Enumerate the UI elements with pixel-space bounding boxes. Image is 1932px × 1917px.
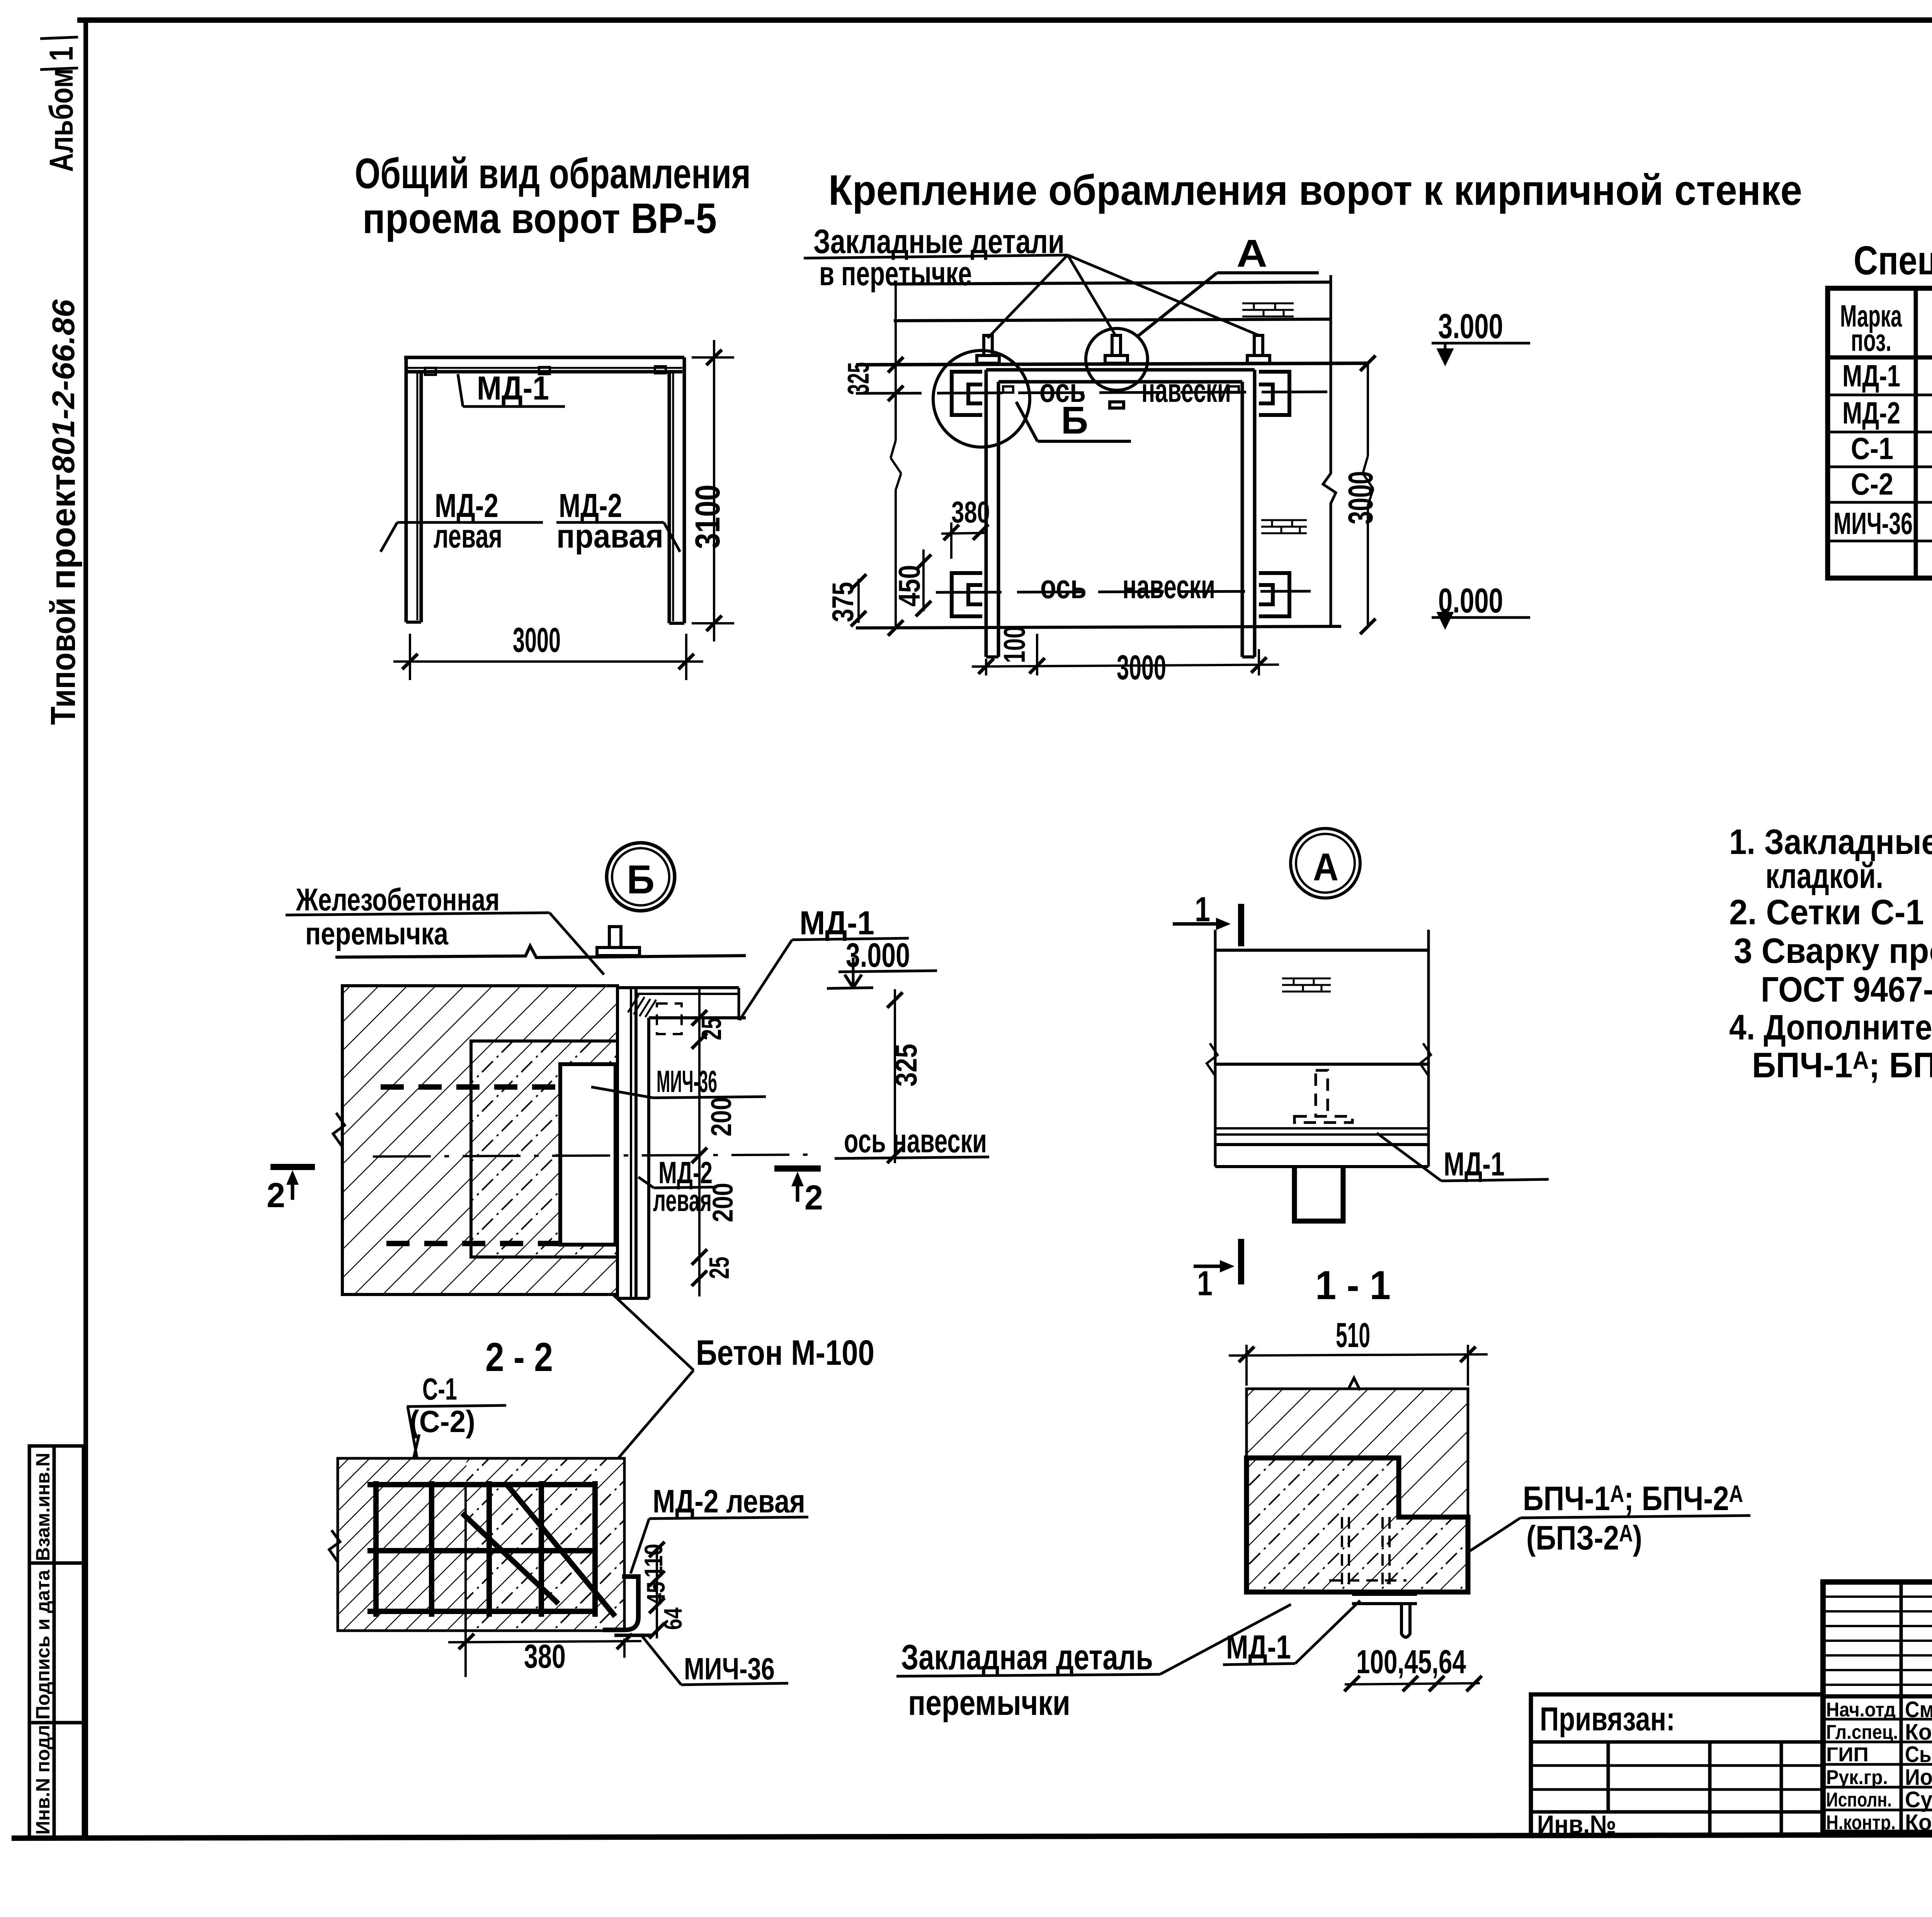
svg-text:Подпись и дата: Подпись и дата bbox=[32, 1569, 54, 1720]
svg-text:МД-1: МД-1 bbox=[477, 370, 549, 407]
svg-text:Альбом 1: Альбом 1 bbox=[43, 46, 80, 172]
svg-text:1 - 1: 1 - 1 bbox=[1315, 1263, 1391, 1308]
svg-text:поз.: поз. bbox=[1851, 323, 1891, 357]
svg-text:Гл.спец.: Гл.спец. bbox=[1826, 1721, 1898, 1744]
svg-text:2: 2 bbox=[267, 1176, 285, 1215]
svg-text:2. Сетки С-1 (С-2) приварить: 2. Сетки С-1 (С-2) приварить к закладной… bbox=[1729, 893, 1932, 932]
svg-text:МИЧ-36: МИЧ-36 bbox=[684, 1652, 775, 1686]
svg-text:2 - 2: 2 - 2 bbox=[485, 1335, 553, 1380]
svg-text:Смирнов: Смирнов bbox=[1905, 1697, 1932, 1722]
svg-text:510: 510 bbox=[1336, 1316, 1370, 1355]
svg-text:25: 25 bbox=[696, 1018, 727, 1040]
svg-text:3.000: 3.000 bbox=[1438, 307, 1503, 346]
svg-text:ось: ось bbox=[1040, 568, 1087, 606]
svg-text:200: 200 bbox=[705, 1097, 737, 1136]
svg-text:Взам.инв.N: Взам.инв.N bbox=[32, 1453, 54, 1561]
svg-text:2: 2 bbox=[804, 1179, 823, 1217]
svg-text:Типовой: Типовой bbox=[44, 597, 83, 725]
svg-text:МД-2: МД-2 bbox=[435, 487, 498, 524]
svg-text:С-1: С-1 bbox=[422, 1372, 457, 1406]
svg-text:380: 380 bbox=[951, 495, 990, 529]
svg-text:Общий вид обрамления: Общий вид обрамления bbox=[355, 150, 751, 197]
svg-text:110: 110 bbox=[639, 1544, 668, 1578]
svg-text:3000: 3000 bbox=[513, 621, 561, 660]
svg-text:Закладная деталь: Закладная деталь bbox=[901, 1638, 1153, 1677]
svg-text:325: 325 bbox=[841, 362, 875, 395]
svg-text:перемычка: перемычка bbox=[305, 916, 449, 951]
svg-text:МД-2: МД-2 bbox=[1842, 396, 1900, 430]
svg-text:МД-1: МД-1 bbox=[799, 905, 874, 942]
svg-text:3000: 3000 bbox=[1342, 471, 1380, 524]
svg-text:100,45,64: 100,45,64 bbox=[1356, 1643, 1466, 1681]
svg-text:Б: Б bbox=[627, 857, 655, 902]
svg-text:450: 450 bbox=[892, 565, 926, 607]
svg-text:3.000: 3.000 bbox=[846, 936, 910, 974]
svg-text:Сухова: Сухова bbox=[1905, 1787, 1932, 1812]
svg-text:Привязан:: Привязан: bbox=[1540, 1701, 1675, 1738]
svg-text:МД-1: МД-1 bbox=[1226, 1629, 1291, 1666]
svg-text:проема ворот ВР-5: проема ворот ВР-5 bbox=[362, 195, 717, 242]
svg-text:Железобетонная: Железобетонная bbox=[296, 882, 500, 917]
svg-text:Н.контр.: Н.контр. bbox=[1826, 1812, 1896, 1834]
svg-text:1. Закладные детали МИЧ-36: 1. Закладные детали МИЧ-36 заложить одно… bbox=[1729, 822, 1932, 862]
svg-text:левая: левая bbox=[434, 518, 502, 555]
svg-text:Инв.N подл.: Инв.N подл. bbox=[32, 1720, 54, 1835]
svg-text:навески: навески bbox=[1122, 568, 1215, 606]
svg-text:МД-1: МД-1 bbox=[1444, 1146, 1505, 1183]
svg-text:БПЧ-1ᴬ; БПЧ-2ᴬ: БПЧ-1ᴬ; БПЧ-2ᴬ bbox=[1523, 1479, 1743, 1517]
svg-text:МИЧ-36: МИЧ-36 bbox=[1833, 506, 1913, 541]
svg-text:3000: 3000 bbox=[1117, 648, 1166, 687]
svg-text:200: 200 bbox=[707, 1183, 739, 1222]
svg-text:Ионова: Ионова bbox=[1905, 1765, 1932, 1790]
svg-text:ось навески: ось навески bbox=[844, 1123, 987, 1160]
svg-text:Сыркин: Сыркин bbox=[1905, 1742, 1932, 1767]
svg-text:проект: проект bbox=[44, 474, 83, 590]
svg-text:25: 25 bbox=[704, 1257, 735, 1279]
svg-text:3100: 3100 bbox=[689, 485, 727, 549]
svg-text:Кокрев: Кокрев bbox=[1905, 1720, 1932, 1745]
svg-text:(С-2): (С-2) bbox=[410, 1404, 475, 1439]
svg-text:МД-2 левая: МД-2 левая bbox=[653, 1483, 805, 1519]
svg-text:С-1: С-1 bbox=[1851, 431, 1893, 466]
svg-text:БПЧ-1ᴬ; БПЧ-2ᴬ; (БПЗ-2ᴬ) дан: БПЧ-1ᴬ; БПЧ-2ᴬ; (БПЗ-2ᴬ) даны на листе А… bbox=[1752, 1046, 1932, 1085]
svg-text:перемычки: перемычки bbox=[908, 1683, 1070, 1723]
svg-text:100: 100 bbox=[997, 626, 1031, 663]
svg-text:правая: правая bbox=[556, 518, 663, 555]
svg-text:А: А bbox=[1236, 232, 1267, 275]
svg-text:ГИП: ГИП bbox=[1826, 1744, 1869, 1766]
svg-text:ГОСТ 9467-75. Швы hш = 6 мм: ГОСТ 9467-75. Швы hш = 6 мм. bbox=[1761, 970, 1932, 1009]
svg-text:45: 45 bbox=[641, 1582, 670, 1605]
svg-text:ось: ось bbox=[1039, 372, 1086, 409]
svg-text:Закладные детали: Закладные детали bbox=[813, 222, 1065, 260]
svg-text:Спецификация стали на обрамлен: Спецификация стали на обрамление ворот bbox=[1854, 238, 1932, 283]
svg-text:Б: Б bbox=[1061, 399, 1088, 442]
svg-text:375: 375 bbox=[826, 582, 860, 622]
svg-text:801-2-66.86: 801-2-66.86 bbox=[46, 299, 81, 473]
svg-text:(БПЗ-2ᴬ): (БПЗ-2ᴬ) bbox=[1526, 1519, 1642, 1557]
svg-text:навески: навески bbox=[1141, 372, 1231, 409]
svg-text:325: 325 bbox=[889, 1044, 923, 1087]
svg-text:64: 64 bbox=[658, 1607, 687, 1630]
svg-text:кладкой.: кладкой. bbox=[1765, 856, 1883, 896]
svg-text:Бетон М-100: Бетон М-100 bbox=[696, 1333, 874, 1373]
svg-text:Инв.№: Инв.№ bbox=[1537, 1810, 1616, 1839]
svg-text:Крепление обрамления ворот к к: Крепление обрамления ворот к кирпичной с… bbox=[828, 167, 1802, 214]
svg-text:Исполн.: Исполн. bbox=[1826, 1789, 1892, 1811]
svg-text:Рук.гр.: Рук.гр. bbox=[1826, 1766, 1888, 1789]
svg-text:Кокрев: Кокрев bbox=[1905, 1810, 1932, 1835]
svg-text:Нач.отд: Нач.отд bbox=[1826, 1699, 1896, 1721]
svg-text:МД-2: МД-2 bbox=[658, 1155, 713, 1190]
svg-text:3 Сварку производить электр: 3 Сварку производить электродами типа Э-… bbox=[1734, 931, 1932, 971]
svg-text:380: 380 bbox=[524, 1638, 566, 1675]
svg-text:МД-1: МД-1 bbox=[1842, 359, 1900, 393]
svg-text:Марка: Марка bbox=[1840, 299, 1902, 333]
svg-text:4. Дополнительные закладные: 4. Дополнительные закладные детали в пер… bbox=[1729, 1008, 1932, 1047]
svg-text:МД-2: МД-2 bbox=[559, 487, 622, 524]
svg-text:С-2: С-2 bbox=[1851, 467, 1893, 501]
svg-text:МИЧ-36: МИЧ-36 bbox=[656, 1064, 717, 1099]
svg-text:А: А bbox=[1313, 845, 1338, 889]
svg-text:1: 1 bbox=[1197, 1264, 1213, 1303]
